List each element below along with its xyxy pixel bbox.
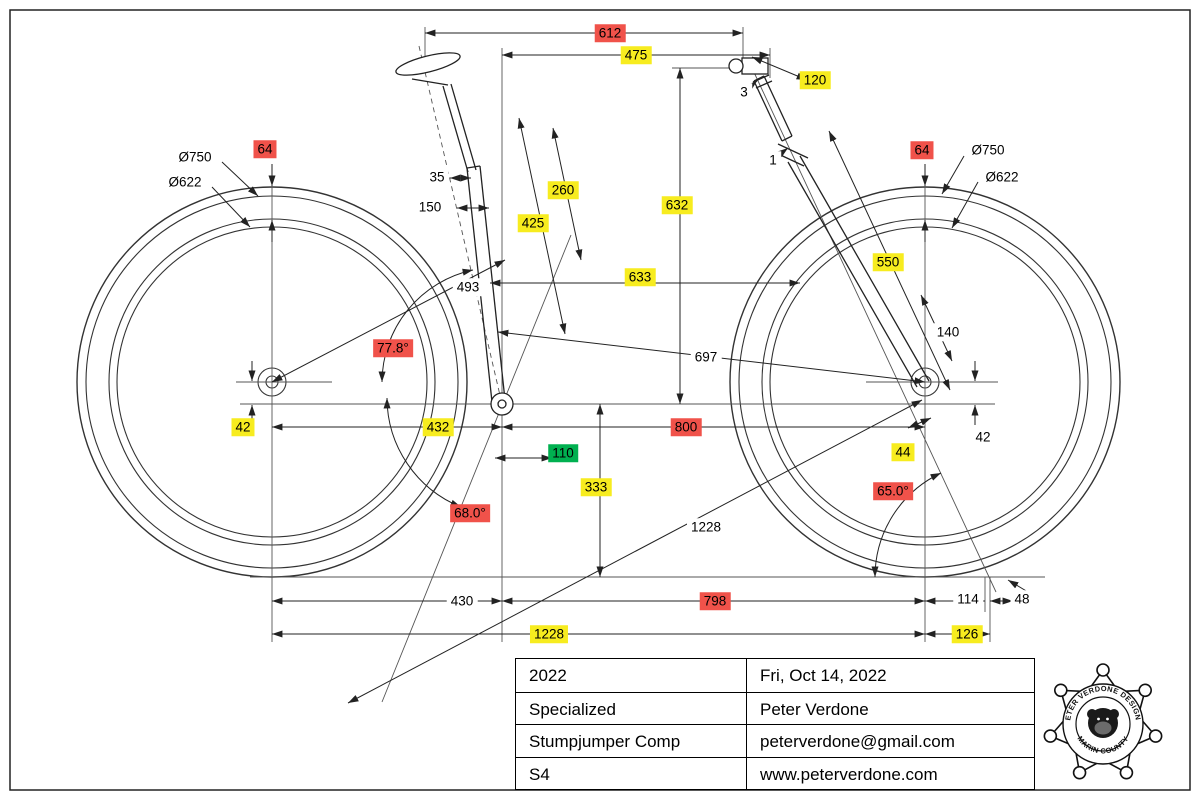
dim-label-475: 475 [620, 46, 652, 64]
sheet-border [9, 9, 1191, 791]
dim-label-120: 120 [799, 71, 831, 89]
dim-label-seat-angle-77-8: 77.8° [373, 339, 413, 357]
gorilla-emblem [1087, 708, 1119, 738]
title-block-model: Stumpjumper Comp [516, 724, 746, 757]
dim-label-42-right: 42 [971, 428, 995, 446]
dim-label-1: 1 [765, 151, 781, 169]
dim-label-260: 260 [547, 181, 579, 199]
dim-label-64-right: 64 [910, 141, 934, 159]
dim-label-612: 612 [594, 24, 626, 42]
dim-label-seat-tube-angle-68-0: 68.0° [450, 504, 490, 522]
dim-label-126: 126 [951, 625, 983, 643]
bike-frame [395, 52, 930, 416]
bottom-bracket [490, 392, 514, 416]
dim-label-42-left: 42 [231, 418, 255, 436]
dim-label-1228-diagonal: 1228 [686, 518, 726, 536]
title-block: 2022 Fri, Oct 14, 2022 Specialized Peter… [515, 658, 1035, 790]
title-block-size: S4 [516, 756, 746, 790]
dim-label-140: 140 [932, 323, 964, 341]
dim-label-333: 333 [580, 478, 612, 496]
pvd-logo-badge: PETER VERDONE DESIGNS MARIN COUNTY [1043, 663, 1163, 780]
dim-label-493: 493 [452, 278, 484, 296]
title-block-date: Fri, Oct 14, 2022 [746, 659, 1034, 692]
dim-label-150: 150 [414, 198, 446, 216]
dim-label-dia622-left: Ø622 [164, 173, 206, 191]
dim-label-550: 550 [872, 253, 904, 271]
title-block-author: Peter Verdone [746, 691, 1034, 724]
dim-label-800: 800 [670, 418, 702, 436]
dim-label-3: 3 [736, 83, 752, 101]
dim-label-114: 114 [953, 590, 983, 608]
dim-label-110: 110 [548, 444, 578, 462]
dim-label-dia750-right: Ø750 [967, 141, 1009, 159]
dim-label-633: 633 [624, 268, 656, 286]
dim-label-798: 798 [699, 592, 731, 610]
stem [741, 57, 769, 75]
saddle [395, 52, 461, 76]
head-tube [763, 75, 793, 137]
dim-label-head-angle-65-0: 65.0° [873, 482, 913, 500]
dim-label-430: 430 [446, 592, 478, 610]
dim-label-64-left: 64 [253, 140, 277, 158]
dim-label-425: 425 [517, 214, 549, 232]
dim-label-697: 697 [690, 348, 722, 366]
dim-label-432: 432 [422, 418, 454, 436]
title-block-email: peterverdone@gmail.com [746, 724, 1034, 757]
dim-label-632: 632 [661, 196, 693, 214]
dim-label-35: 35 [425, 168, 449, 186]
dim-label-dia750-left: Ø750 [174, 148, 216, 166]
handlebar-section [728, 58, 744, 74]
fork-crown [777, 143, 809, 159]
title-block-website: www.peterverdone.com [746, 756, 1034, 789]
dim-label-44: 44 [891, 443, 915, 461]
title-block-year: 2022 [529, 666, 567, 685]
title-block-brand: Specialized [516, 691, 746, 725]
dim-label-48: 48 [1010, 590, 1034, 608]
dim-label-dia622-right: Ø622 [981, 168, 1023, 186]
dim-label-1228-wheelbase: 1228 [529, 625, 569, 643]
